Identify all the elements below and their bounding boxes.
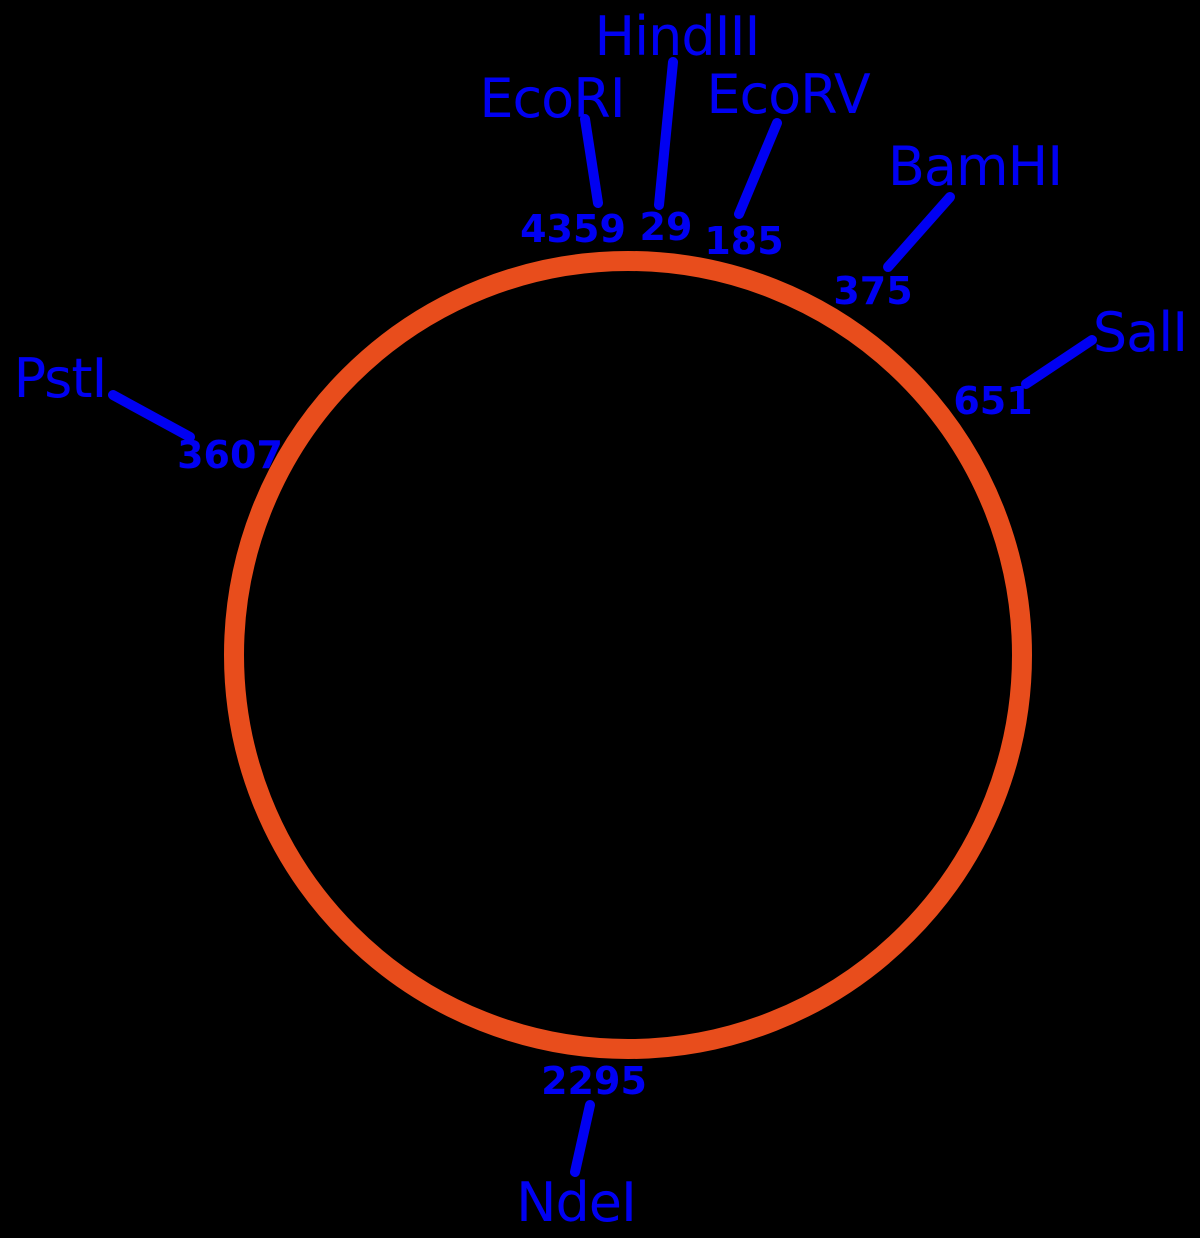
marker-line-ecori xyxy=(580,114,603,208)
marker-line-ecorv xyxy=(734,118,782,219)
site-position-sali: 651 xyxy=(953,379,1033,423)
site-position-ecori: 4359 xyxy=(520,207,626,251)
enzyme-label-hindiii: HindIII xyxy=(594,5,761,68)
plasmid-circle xyxy=(224,251,1032,1059)
marker-line-bamhi xyxy=(883,192,955,272)
site-position-bamhi: 375 xyxy=(833,269,913,313)
marker-line-hindiii xyxy=(654,57,678,210)
site-position-ecorv: 185 xyxy=(704,219,784,263)
marker-line-sali xyxy=(1021,335,1097,389)
enzyme-label-bamhi: BamHI xyxy=(887,135,1063,198)
site-position-ndei: 2295 xyxy=(541,1059,647,1103)
enzyme-label-psti: PstI xyxy=(13,347,108,410)
site-position-hindiii: 29 xyxy=(639,205,693,249)
enzyme-label-ndei: NdeI xyxy=(516,1171,637,1234)
enzyme-label-sali: SalI xyxy=(1092,301,1188,364)
site-position-psti: 3607 xyxy=(177,433,283,477)
enzyme-label-ecorv: EcoRV xyxy=(706,63,870,126)
enzyme-label-ecori: EcoRI xyxy=(479,67,625,130)
marker-line-ndei xyxy=(570,1100,595,1177)
marker-line-psti xyxy=(108,390,195,442)
